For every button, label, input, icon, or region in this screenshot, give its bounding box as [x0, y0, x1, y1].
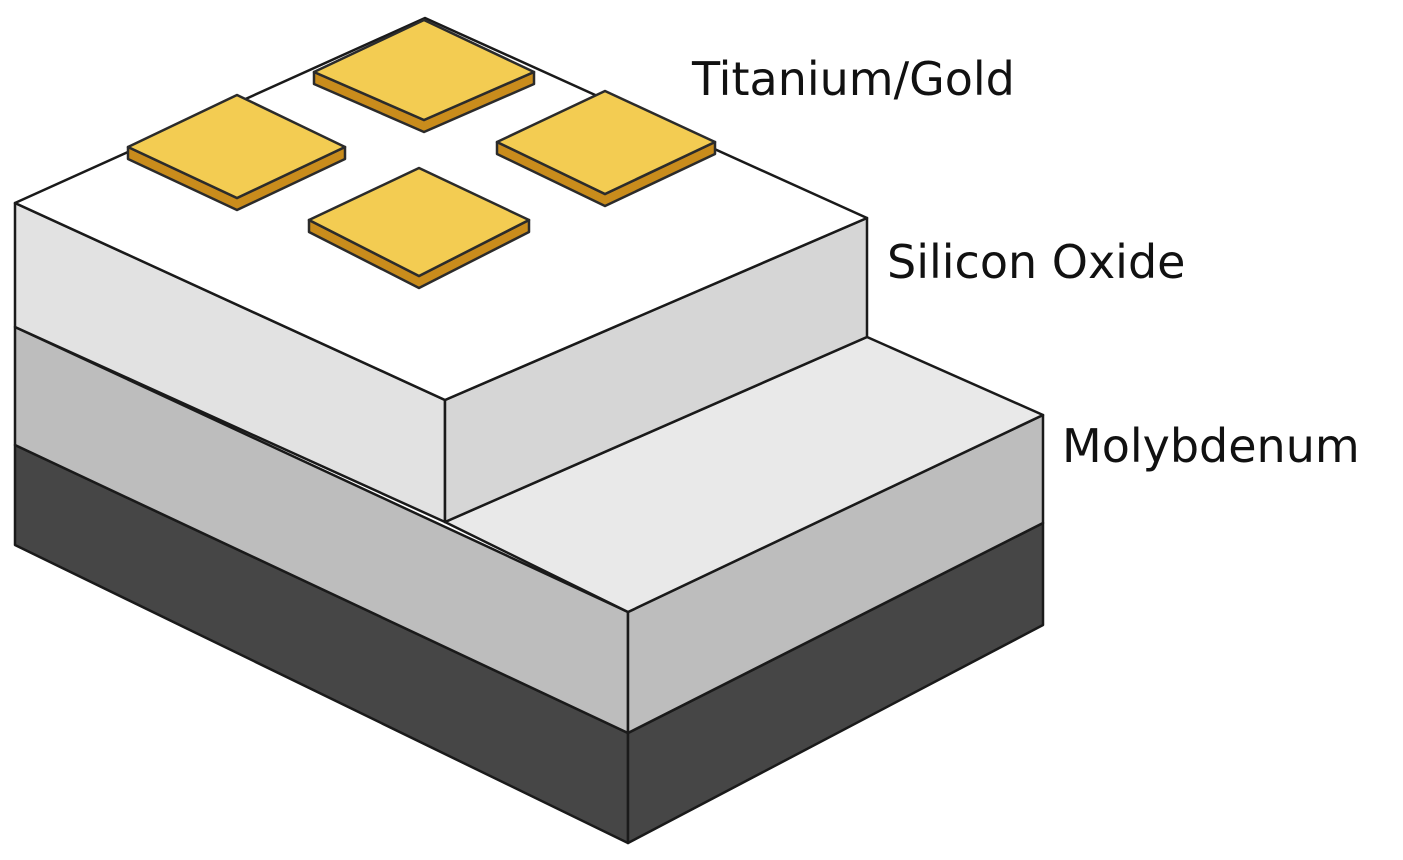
label-molybdenum: Molybdenum	[1062, 419, 1360, 473]
gold-pad	[307, 166, 531, 290]
label-silicon-oxide: Silicon Oxide	[887, 235, 1185, 289]
gold-pad	[126, 93, 347, 212]
molybdenum-layer	[13, 325, 1045, 735]
label-titanium-gold: Titanium/Gold	[691, 52, 1015, 106]
gold-pad	[312, 18, 536, 134]
gold-pad	[495, 89, 717, 208]
